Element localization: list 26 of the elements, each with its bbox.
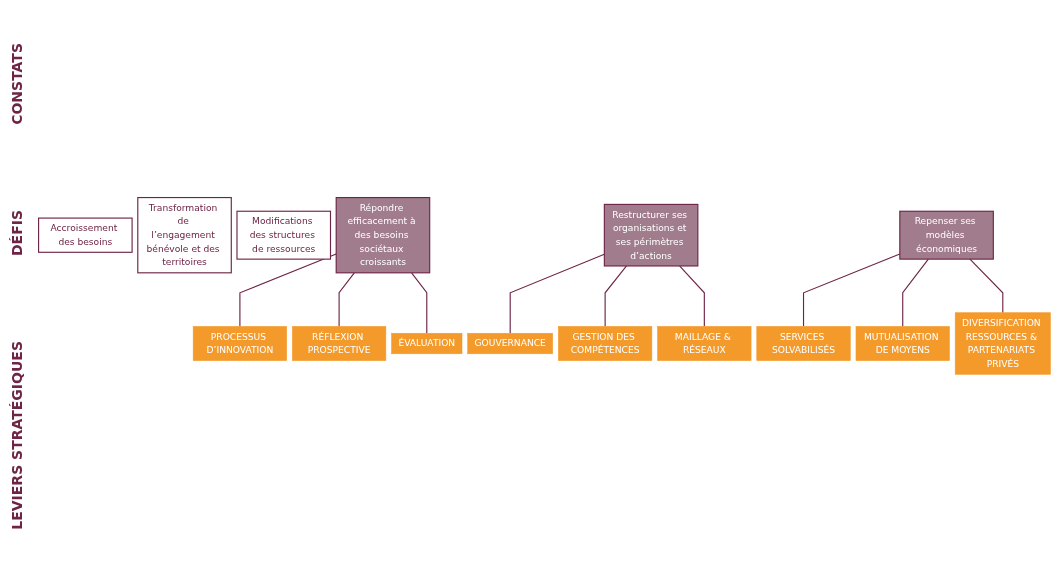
node-box: Repenser ses modèles économiques bbox=[899, 210, 994, 260]
node-box: PROCESSUS D’INNOVATION bbox=[192, 326, 287, 361]
connector bbox=[969, 258, 1004, 314]
connector bbox=[239, 253, 337, 328]
node-box: SERVICES SOLVABILISÉS bbox=[756, 326, 851, 361]
connector bbox=[679, 265, 705, 328]
connector bbox=[902, 258, 929, 328]
node-box: ÉVALUATION bbox=[391, 333, 463, 355]
node-box: MAILLAGE & RÉSEAUX bbox=[657, 326, 752, 361]
node-box: Modifications des structures de ressources bbox=[236, 210, 332, 260]
connector bbox=[338, 272, 355, 328]
row-label: DÉFIS bbox=[9, 209, 25, 256]
row-label: LEVIERS STRATÉGIQUES bbox=[9, 340, 25, 530]
node-box: GOUVERNANCE bbox=[467, 333, 553, 355]
node-box: Restructurer ses organisations et ses périmètres d’actions bbox=[603, 203, 699, 267]
node-box: Transformation de l’engagement bénévole et des territoires bbox=[137, 197, 232, 274]
node-box: DIVERSIFICATION RESSOURCES & PARTENARIATS PRIVÉS bbox=[954, 312, 1051, 375]
node-box: MUTUALISATION DE MOYENS bbox=[855, 326, 950, 361]
connector bbox=[604, 265, 628, 328]
connector bbox=[411, 272, 428, 334]
node-box: RÉFLEXION PROSPECTIVE bbox=[292, 326, 387, 361]
node-box: GESTION DES COMPÉTENCES bbox=[558, 326, 653, 361]
node-box: Accroissement des besoins bbox=[38, 217, 133, 253]
node-box: Répondre efficacement à des besoins sociétaux croissants bbox=[335, 197, 431, 274]
connector bbox=[509, 253, 605, 334]
row-label: CONSTATS bbox=[9, 42, 25, 125]
